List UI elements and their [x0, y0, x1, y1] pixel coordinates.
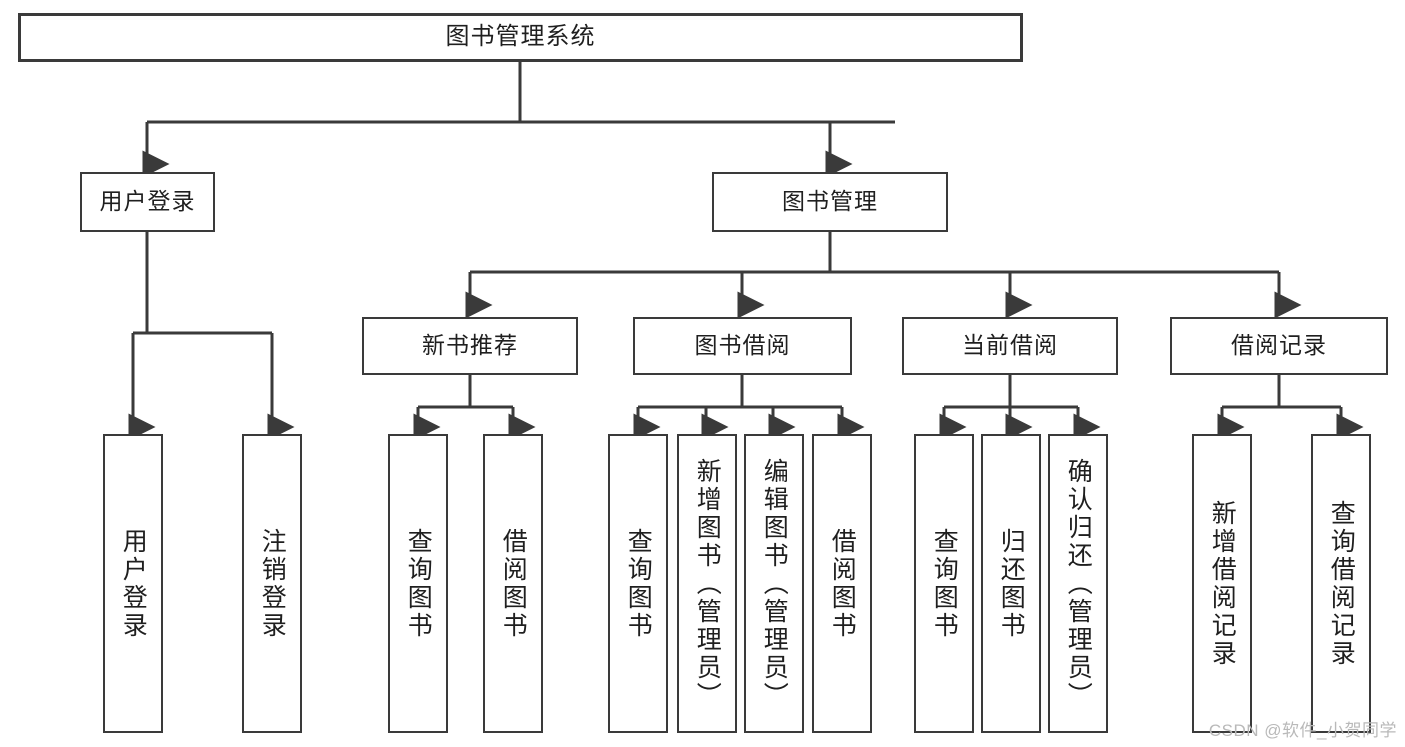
leaf-user-login[interactable]: 用户登录	[103, 434, 163, 733]
leaf-user-login-label: 用户登录	[119, 527, 148, 640]
leaf-confirm-return-label: 确认归还（管理员）	[1064, 457, 1093, 710]
leaf-add-record[interactable]: 新增借阅记录	[1192, 434, 1252, 733]
node-current-borrow[interactable]: 当前借阅	[902, 317, 1118, 375]
node-user-login-label: 用户登录	[99, 188, 196, 215]
leaf-borrow-book-1[interactable]: 借阅图书	[483, 434, 543, 733]
leaf-edit-book-label: 编辑图书（管理员）	[760, 457, 789, 710]
leaf-query-book-3-label: 查询图书	[930, 527, 959, 640]
leaf-query-book-2-label: 查询图书	[624, 527, 653, 640]
leaf-add-book-label: 新增图书（管理员）	[693, 457, 722, 710]
node-borrow-record[interactable]: 借阅记录	[1170, 317, 1388, 375]
leaf-borrow-book-1-label: 借阅图书	[499, 527, 528, 640]
leaf-query-record[interactable]: 查询借阅记录	[1311, 434, 1371, 733]
watermark: CSDN @软件_小贺同学	[1208, 721, 1397, 740]
leaf-borrow-book-2[interactable]: 借阅图书	[812, 434, 872, 733]
leaf-query-book-2[interactable]: 查询图书	[608, 434, 668, 733]
leaf-query-record-label: 查询借阅记录	[1327, 499, 1356, 668]
node-current-borrow-label: 当前借阅	[962, 332, 1058, 359]
node-root[interactable]: 图书管理系统	[18, 13, 1023, 62]
leaf-query-book-1[interactable]: 查询图书	[388, 434, 448, 733]
leaf-logout-login-label: 注销登录	[258, 527, 287, 640]
leaf-edit-book[interactable]: 编辑图书（管理员）	[744, 434, 804, 733]
leaf-query-book-1-label: 查询图书	[404, 527, 433, 640]
leaf-confirm-return[interactable]: 确认归还（管理员）	[1048, 434, 1108, 733]
leaf-return-book[interactable]: 归还图书	[981, 434, 1041, 733]
leaf-add-record-label: 新增借阅记录	[1208, 499, 1237, 668]
leaf-logout-login[interactable]: 注销登录	[242, 434, 302, 733]
leaf-add-book[interactable]: 新增图书（管理员）	[677, 434, 737, 733]
node-user-login[interactable]: 用户登录	[80, 172, 215, 232]
leaf-query-book-3[interactable]: 查询图书	[914, 434, 974, 733]
node-book-borrow[interactable]: 图书借阅	[633, 317, 852, 375]
node-borrow-record-label: 借阅记录	[1231, 332, 1327, 359]
node-book-manage-label: 图书管理	[782, 188, 878, 215]
node-book-manage[interactable]: 图书管理	[712, 172, 948, 232]
node-root-label: 图书管理系统	[445, 23, 596, 51]
node-new-book-recommend-label: 新书推荐	[422, 332, 518, 359]
node-book-borrow-label: 图书借阅	[694, 332, 791, 359]
leaf-borrow-book-2-label: 借阅图书	[828, 527, 857, 640]
node-new-book-recommend[interactable]: 新书推荐	[362, 317, 578, 375]
leaf-return-book-label: 归还图书	[997, 527, 1026, 640]
